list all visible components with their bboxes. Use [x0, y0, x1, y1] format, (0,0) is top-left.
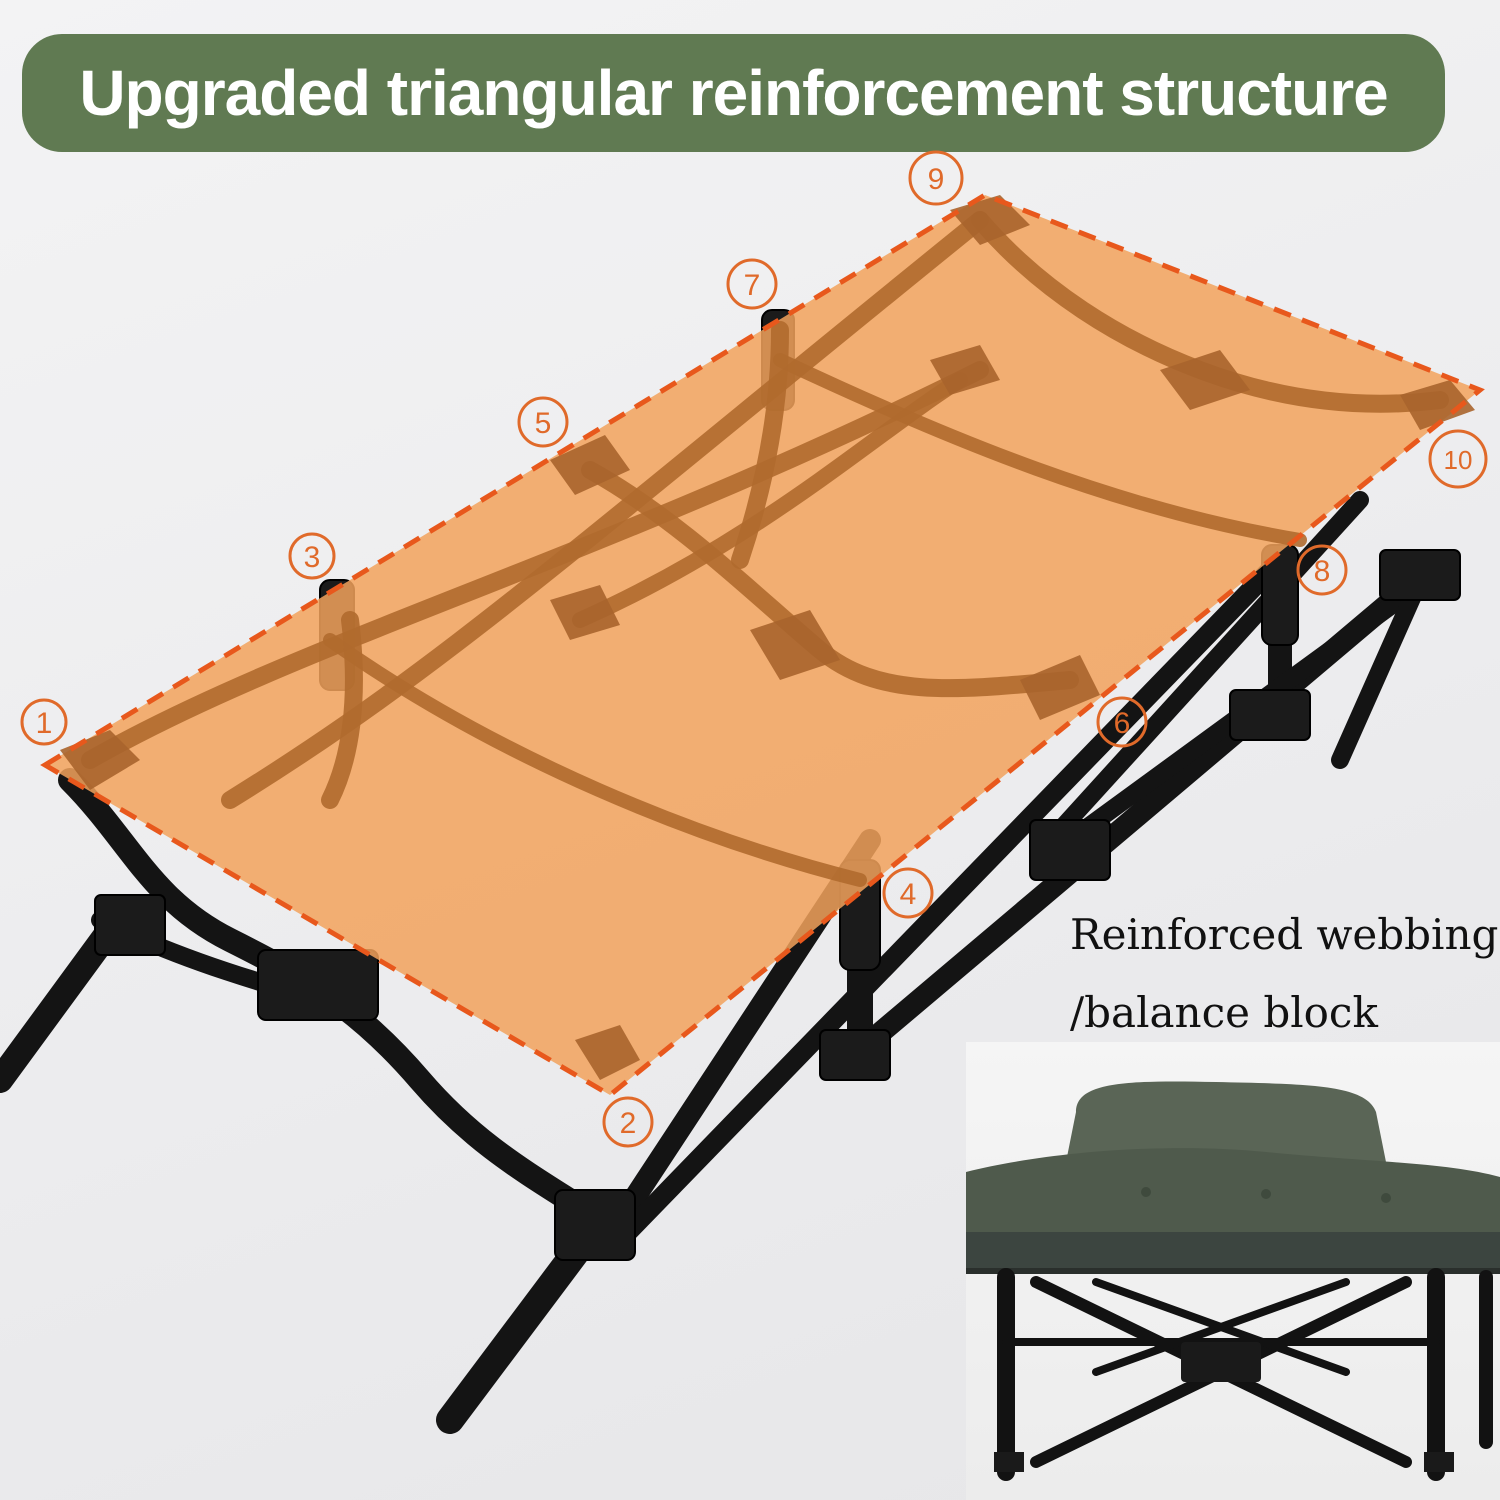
title-banner: Upgraded triangular reinforcement struct…	[22, 34, 1445, 152]
marker-4: 4	[882, 867, 934, 919]
svg-text:6: 6	[1114, 707, 1131, 740]
callout-balance-block: /balance block	[1070, 988, 1378, 1037]
marker-7: 7	[726, 258, 778, 310]
marker-8: 8	[1296, 544, 1348, 596]
marker-2: 2	[602, 1096, 654, 1148]
svg-text:2: 2	[620, 1107, 637, 1140]
svg-text:5: 5	[535, 407, 552, 440]
inset-photo	[966, 1042, 1500, 1500]
marker-1: 1	[20, 698, 68, 746]
svg-text:10: 10	[1444, 445, 1473, 475]
svg-text:4: 4	[900, 878, 917, 911]
svg-text:3: 3	[304, 541, 321, 574]
marker-6: 6	[1096, 696, 1148, 748]
marker-10: 10	[1428, 429, 1488, 489]
svg-text:9: 9	[928, 163, 945, 196]
marker-5: 5	[517, 396, 569, 448]
marker-3: 3	[288, 532, 336, 580]
folding-cot-frame-icon	[0, 192, 1485, 1434]
svg-text:7: 7	[744, 269, 761, 302]
marker-9: 9	[908, 150, 964, 206]
cot-with-cushion-icon	[966, 1081, 1500, 1481]
svg-text:1: 1	[36, 707, 53, 740]
callout-webbing: Reinforced webbing	[1070, 910, 1499, 959]
banner-title: Upgraded triangular reinforcement struct…	[79, 57, 1388, 129]
svg-text:8: 8	[1314, 555, 1331, 588]
